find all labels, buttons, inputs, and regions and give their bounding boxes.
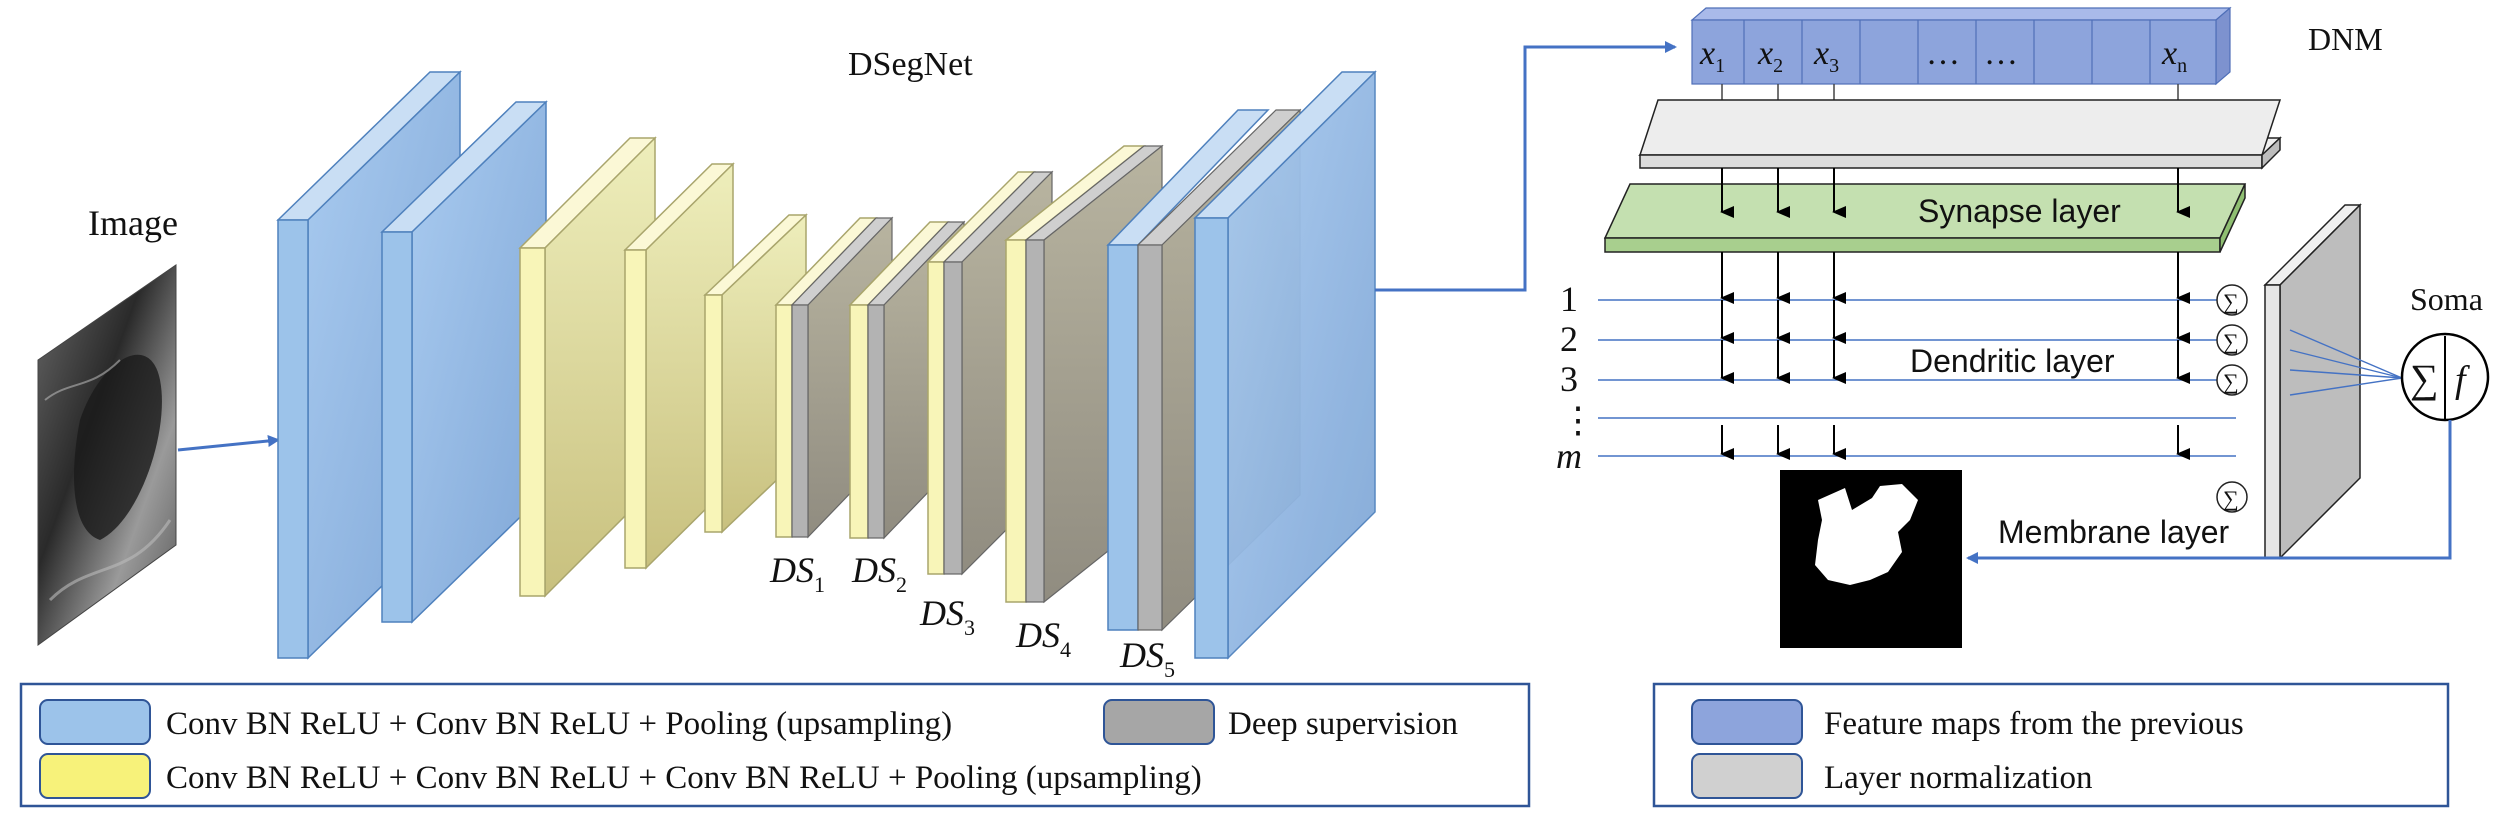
input-image — [37, 264, 177, 646]
row-number: 2 — [1560, 319, 1578, 359]
dendritic-layer-label: Dendritic layer — [1910, 343, 2115, 379]
dsegnet-title: DSegNet — [848, 46, 973, 83]
legend-swatch-gray — [1103, 699, 1215, 745]
legend-yellow-text: Conv BN ReLU + Conv BN ReLU + Conv BN Re… — [166, 760, 1202, 796]
decoder-block-blue-final — [1193, 70, 1377, 660]
row-number: ⋮ — [1560, 400, 1596, 440]
input-x2: x2 — [1757, 35, 1783, 77]
legend-swatch-norm — [1691, 753, 1803, 799]
row-number: 3 — [1560, 359, 1578, 399]
soma-label: Soma — [2410, 281, 2483, 317]
ds-label: DS4 — [1015, 615, 1071, 662]
soma-to-output-arrow — [1966, 420, 2452, 564]
legend-swatch-blue — [39, 699, 151, 745]
feature-map-strip: x1 x2 x3 … … xn — [1690, 6, 2232, 86]
legend-swatch-yellow — [39, 753, 151, 799]
dendrite-sum-nodes: ∑ ∑ ∑ ∑ — [2216, 284, 2248, 513]
svg-text:∑: ∑ — [2223, 486, 2239, 511]
network-to-dnm-arrow — [1375, 41, 1677, 292]
deep-supervision-labels: DS1 DS2 DS3 DS4 DS5 — [769, 550, 1175, 682]
layer-normalization-slab — [1638, 99, 2282, 170]
synapse-layer-slab: Synapse layer — [1603, 183, 2247, 253]
legend-right: Feature maps from the previous Layer nor… — [1652, 682, 2450, 808]
encoder-block-blue-2 — [380, 100, 548, 624]
svg-text:∑: ∑ — [2410, 356, 2439, 401]
legend-feature-text: Feature maps from the previous — [1824, 706, 2244, 742]
input-xn: xn — [2161, 35, 2187, 77]
output-mask — [1780, 470, 1962, 648]
svg-text:∑: ∑ — [2223, 289, 2239, 314]
network-blocks — [276, 70, 1377, 660]
row-number: 1 — [1560, 279, 1578, 319]
row-number: m — [1556, 436, 1582, 476]
membrane-layer-label: Membrane layer — [1998, 514, 2230, 550]
dendrite-arrows — [1720, 252, 2190, 460]
legend-blue-text: Conv BN ReLU + Conv BN ReLU + Pooling (u… — [166, 706, 952, 742]
input-arrow — [177, 435, 280, 452]
legend-swatch-feature — [1691, 699, 1803, 745]
svg-text:∑: ∑ — [2223, 329, 2239, 354]
legend-gray-text: Deep supervision — [1228, 706, 1458, 742]
dnm-title: DNM — [2308, 21, 2383, 57]
ds-label: DS2 — [851, 550, 907, 597]
legend-left: Conv BN ReLU + Conv BN ReLU + Pooling (u… — [19, 682, 1531, 808]
svg-text:∑: ∑ — [2223, 369, 2239, 394]
synapse-arrows — [1720, 168, 2190, 218]
input-x1: x1 — [1699, 35, 1725, 77]
dendrite-row-numbers: 1 2 3 ⋮ m — [1556, 279, 1596, 476]
ds-label: DS5 — [1119, 635, 1175, 682]
legend-norm-text: Layer normalization — [1824, 760, 2092, 796]
ds-label: DS3 — [919, 593, 975, 640]
input-x3: x3 — [1813, 35, 1839, 77]
image-label: Image — [88, 203, 178, 243]
dendrite-lines — [1598, 299, 2236, 457]
membrane-layer-slab — [2263, 203, 2362, 560]
input-ellipsis: … — [1926, 35, 1960, 72]
ds-label: DS1 — [769, 550, 825, 597]
membrane-to-soma-lines — [2289, 329, 2403, 396]
synapse-layer-label: Synapse layer — [1918, 193, 2121, 229]
input-ellipsis: … — [1984, 35, 2018, 72]
soma-node: ∑ f — [2400, 332, 2490, 422]
